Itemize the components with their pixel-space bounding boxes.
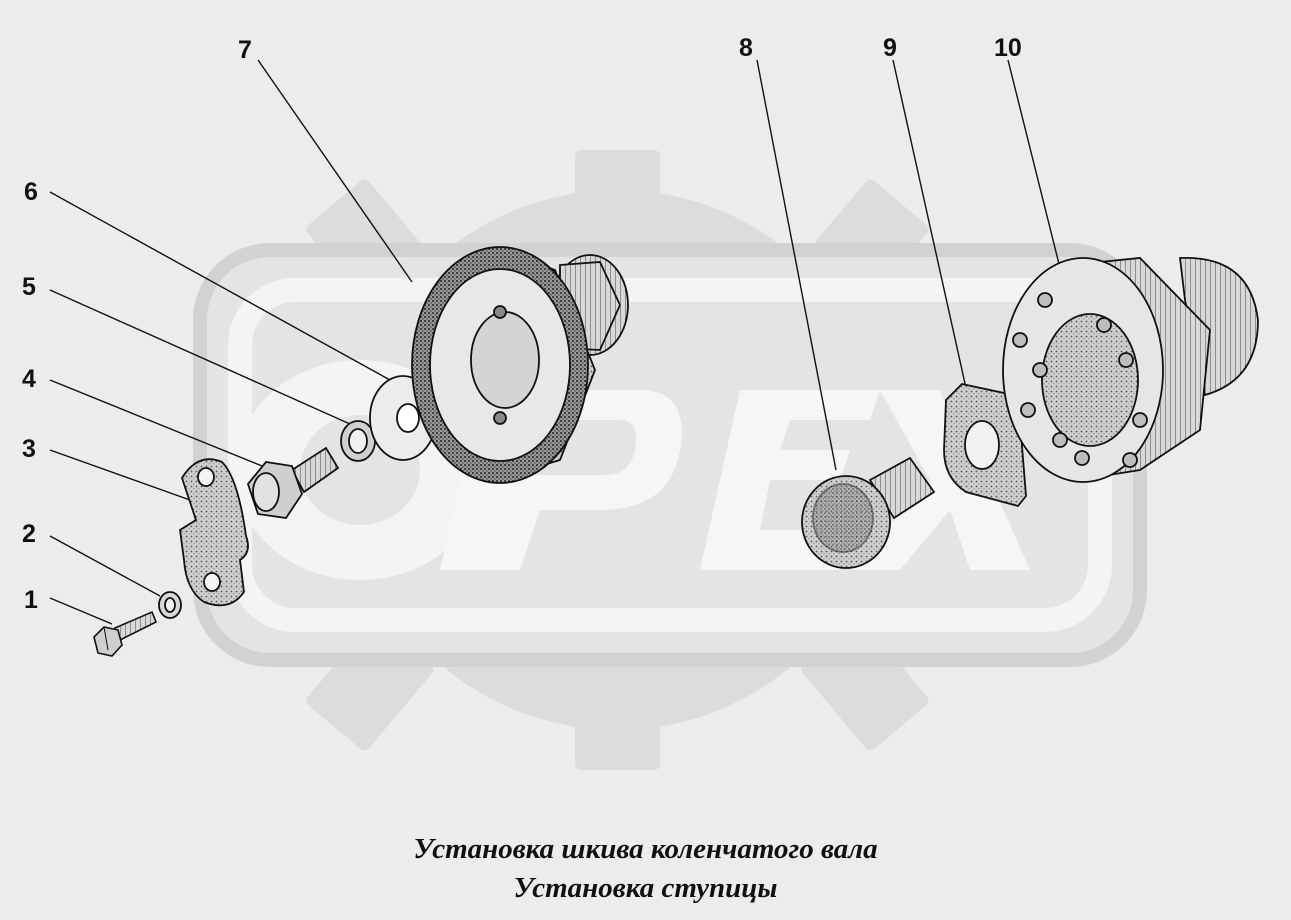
- part-8-flange-bolt: [801, 456, 936, 569]
- part-10-hub: [1002, 257, 1259, 483]
- callout-label-10: 10: [994, 34, 1022, 62]
- callout-label-3: 3: [22, 435, 36, 463]
- callout-label-5: 5: [22, 273, 36, 301]
- part-7-pulley: [411, 246, 629, 484]
- callout-label-2: 2: [22, 520, 36, 548]
- callout-label-6: 6: [24, 178, 38, 206]
- part-2-washer: [158, 591, 182, 619]
- caption-line-2: Установка ступицы: [513, 872, 778, 904]
- part-1-bolt: [93, 610, 158, 657]
- caption-line-1: Установка шкива коленчатого вала: [413, 833, 878, 865]
- callout-label-4: 4: [22, 365, 36, 393]
- callout-label-9: 9: [883, 34, 897, 62]
- leader-lines: [49, 59, 1061, 625]
- callout-label-1: 1: [24, 586, 38, 614]
- part-3-lock-plate: [179, 458, 249, 607]
- part-5-spring-washer: [340, 420, 376, 462]
- callout-label-8: 8: [739, 34, 753, 62]
- callout-label-7: 7: [238, 36, 252, 64]
- part-4-bolt: [246, 446, 340, 519]
- part-9-plate: [943, 383, 1027, 508]
